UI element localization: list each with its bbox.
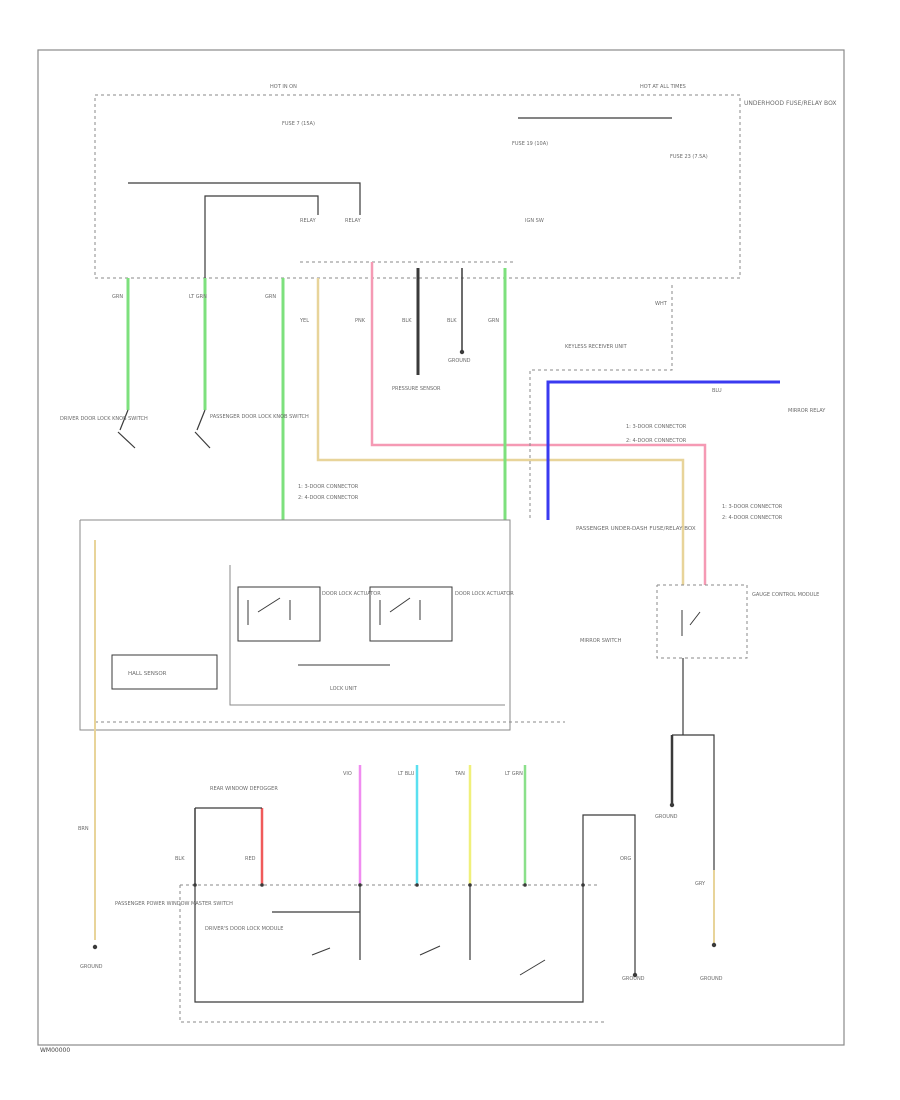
mirror-relay-label: MIRROR RELAY (788, 408, 826, 414)
ground-dot-4 (669, 802, 675, 808)
legend-top-1: 1: 3-DOOR CONNECTOR (626, 424, 687, 430)
low-switch-1 (311, 945, 546, 976)
pin-dot-6 (523, 883, 527, 887)
wl-low-vio: VIO (343, 771, 352, 777)
wl-low-tan: TAN (454, 771, 465, 777)
wl-low-ltblu: LT BLU (398, 771, 415, 777)
wl-yel-1: YEL (299, 318, 309, 324)
ground-dot-1 (92, 944, 98, 950)
legend-mid-1: 1: 3-DOOR CONNECTOR (722, 504, 783, 510)
wire-pink-1 (370, 262, 707, 585)
wl-low-lgrn: LT GRN (505, 771, 523, 777)
rear-defog-label: REAR WINDOW DEFOGGER (210, 786, 278, 792)
fuse-a-label: FUSE 7 (15A) (282, 121, 315, 127)
relay-label-2: RELAY (345, 218, 362, 224)
middle-module-frame (79, 519, 511, 731)
hot-right-label: HOT AT ALL TIMES (640, 84, 686, 90)
actuator-switch-2 (379, 597, 421, 625)
ground-label-mr: GROUND (655, 814, 678, 820)
wl-blk-2: BLK (447, 318, 457, 324)
internal-wire-1 (128, 182, 361, 215)
pressure-sensor-label: PRESSURE SENSOR (392, 386, 441, 392)
lock-actuator-box-2 (369, 586, 453, 642)
fuse-c-label: FUSE 23 (7.5A) (670, 154, 708, 160)
lock-unit-label: LOCK UNIT (330, 686, 358, 692)
low-module-frame (179, 885, 605, 1023)
top-module-box (94, 94, 741, 279)
lock-actuator-box-1 (237, 586, 321, 642)
wl-low-red: RED (245, 856, 256, 862)
wl-wht-1: WHT (655, 301, 668, 307)
right-connector-box (656, 584, 748, 659)
hot-left-label: HOT IN ON (270, 84, 297, 90)
gauge-control-label: GAUGE CONTROL MODULE (752, 592, 819, 598)
low-module-label: PASSENGER POWER WINDOW MASTER SWITCH (115, 901, 233, 907)
wl-pnk-1: PNK (355, 318, 366, 324)
top-module-label: UNDERHOOD FUSE/RELAY BOX (744, 100, 837, 107)
inner-sub-box (229, 565, 505, 706)
wire-blue (546, 380, 780, 520)
keyless-label: KEYLESS RECEIVER UNIT (565, 344, 628, 350)
wire-black-right-3 (672, 734, 715, 870)
pin-dot-4 (415, 883, 419, 887)
right-switch (681, 610, 701, 636)
wire-label-blu: BLU (712, 388, 722, 394)
wire-black-right-1 (582, 814, 636, 975)
wl-low-brn: BRN (78, 826, 89, 832)
hall-sensor-box (111, 654, 218, 690)
legend-left-2: 2: 4-DOOR CONNECTOR (298, 495, 359, 501)
ground-dot-3 (711, 942, 717, 948)
pin-dot-7 (581, 883, 585, 887)
ground-label-1: GROUND (448, 358, 471, 364)
outer-frame (37, 49, 845, 1046)
driver-unit-label: DRIVER'S DOOR LOCK MODULE (205, 926, 283, 932)
wire-tan-1 (316, 278, 685, 585)
actuator-label-1: DOOR LOCK ACTUATOR (322, 591, 381, 597)
wl-grn-4: GRN (488, 318, 499, 324)
switch-1 (117, 409, 136, 449)
pin-dot-2 (260, 883, 264, 887)
switch-2-label: PASSENGER DOOR LOCK KNOB SWITCH (210, 414, 309, 420)
pin-dot-1 (193, 883, 197, 887)
middle-module-label: PASSENGER UNDER-DASH FUSE/RELAY BOX (576, 526, 696, 532)
ign-label: IGN SW (525, 218, 544, 224)
legend-left-1: 1: 3-DOOR CONNECTOR (298, 484, 359, 490)
diagram-id: WM00000 (40, 1047, 70, 1054)
pin-dot-5 (468, 883, 472, 887)
internal-wire-2 (204, 195, 319, 278)
fuse-b-label: FUSE 19 (10A) (512, 141, 548, 147)
wl-low-org: ORG (620, 856, 631, 862)
wl-low-gry: GRY (695, 881, 706, 887)
wl-lgrn-1: LT GRN (189, 294, 207, 300)
ground-dot-2 (632, 972, 638, 978)
wl-grn-3: GRN (265, 294, 276, 300)
wl-low-blk: BLK (175, 856, 185, 862)
wl-grn-1: GRN (112, 294, 123, 300)
switch-1-label: DRIVER DOOR LOCK KNOB SWITCH (60, 416, 148, 422)
ground-label-bl: GROUND (80, 964, 103, 970)
actuator-label-2: DOOR LOCK ACTUATOR (455, 591, 514, 597)
ground-dot-5 (459, 349, 465, 355)
ground-label-bm: GROUND (622, 976, 645, 982)
lock-right-label: MIRROR SWITCH (580, 638, 622, 644)
legend-top-2: 2: 4-DOOR CONNECTOR (626, 438, 687, 444)
relay-label-1: RELAY (300, 218, 317, 224)
actuator-switch-1 (247, 597, 291, 625)
wire-grey-right (529, 285, 673, 520)
legend-mid-2: 2: 4-DOOR CONNECTOR (722, 515, 783, 521)
ground-label-br: GROUND (700, 976, 723, 982)
hall-sensor-label: HALL SENSOR (128, 671, 167, 677)
low-internal-1 (194, 885, 584, 1003)
wl-blk-1: BLK (402, 318, 412, 324)
switch-2 (194, 409, 211, 449)
pin-dot-3 (358, 883, 362, 887)
